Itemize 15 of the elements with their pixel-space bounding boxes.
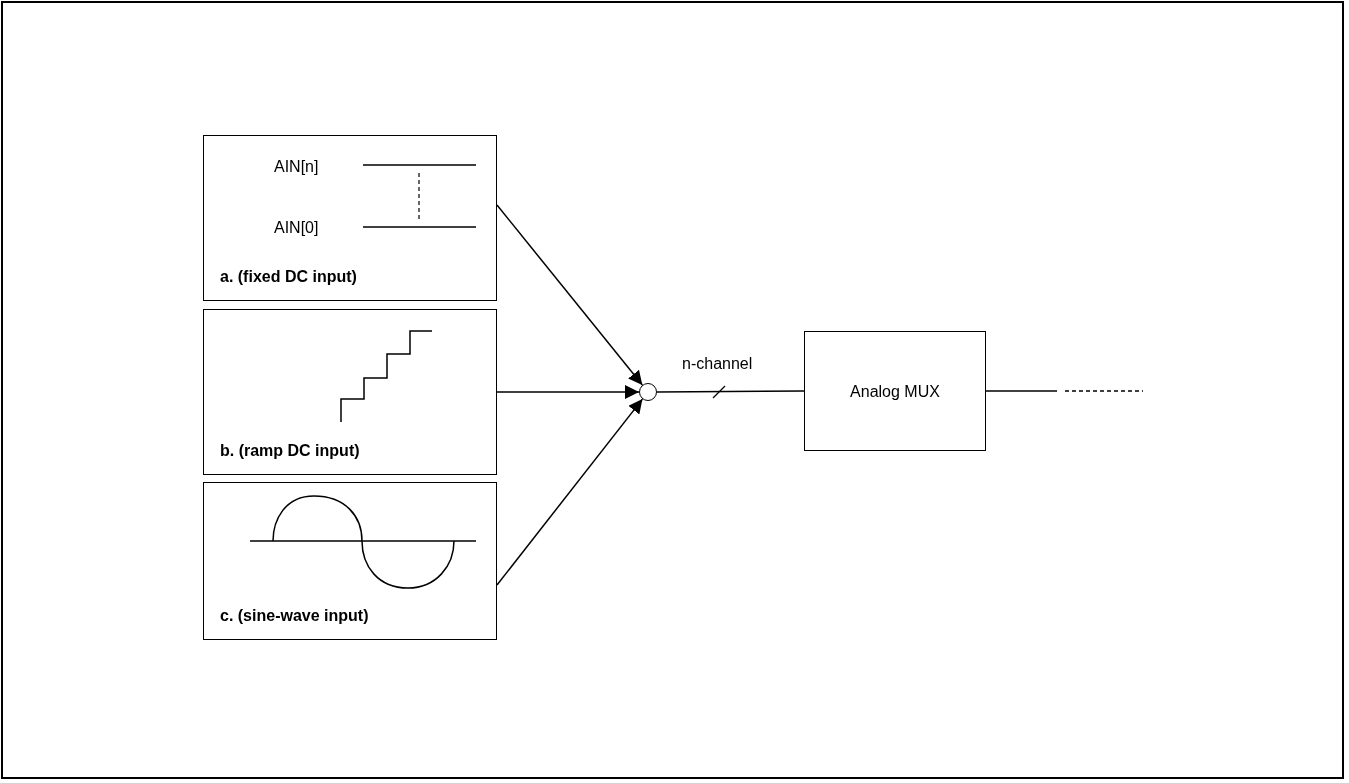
panel-caption: c. (sine-wave input): [220, 607, 369, 625]
signal-line: [985, 390, 1058, 392]
panel-caption: b. (ramp DC input): [220, 442, 360, 460]
arrow: [496, 204, 644, 386]
multiplexer-block: [804, 331, 986, 451]
block-label: Analog MUX: [849, 383, 941, 401]
arrow: [496, 398, 644, 586]
input-panel: [203, 135, 497, 301]
panel-caption: a. (fixed DC input): [220, 268, 357, 286]
input-panel: [203, 482, 497, 640]
input-panel: [203, 309, 497, 475]
signal-label: AIN[0]: [274, 219, 319, 237]
signal-label: AIN[n]: [274, 158, 319, 176]
arrow: [496, 385, 640, 399]
signal-line: [656, 390, 805, 393]
